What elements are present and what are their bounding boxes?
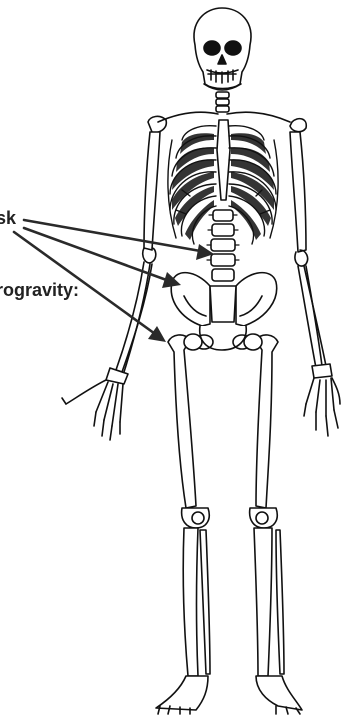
femurs [168, 334, 278, 508]
annotation-line-2: rogravity: [0, 278, 79, 302]
cervical-spine [216, 92, 229, 112]
feet [156, 676, 302, 714]
skull [194, 8, 251, 90]
lower-legs [183, 528, 284, 676]
annotation-line-1: sk [0, 206, 79, 230]
sternum [217, 120, 230, 200]
right-arm [290, 132, 340, 436]
knees [182, 508, 278, 528]
annotation-label: sk rogravity: [0, 158, 79, 350]
lumbar-spine [207, 210, 239, 281]
